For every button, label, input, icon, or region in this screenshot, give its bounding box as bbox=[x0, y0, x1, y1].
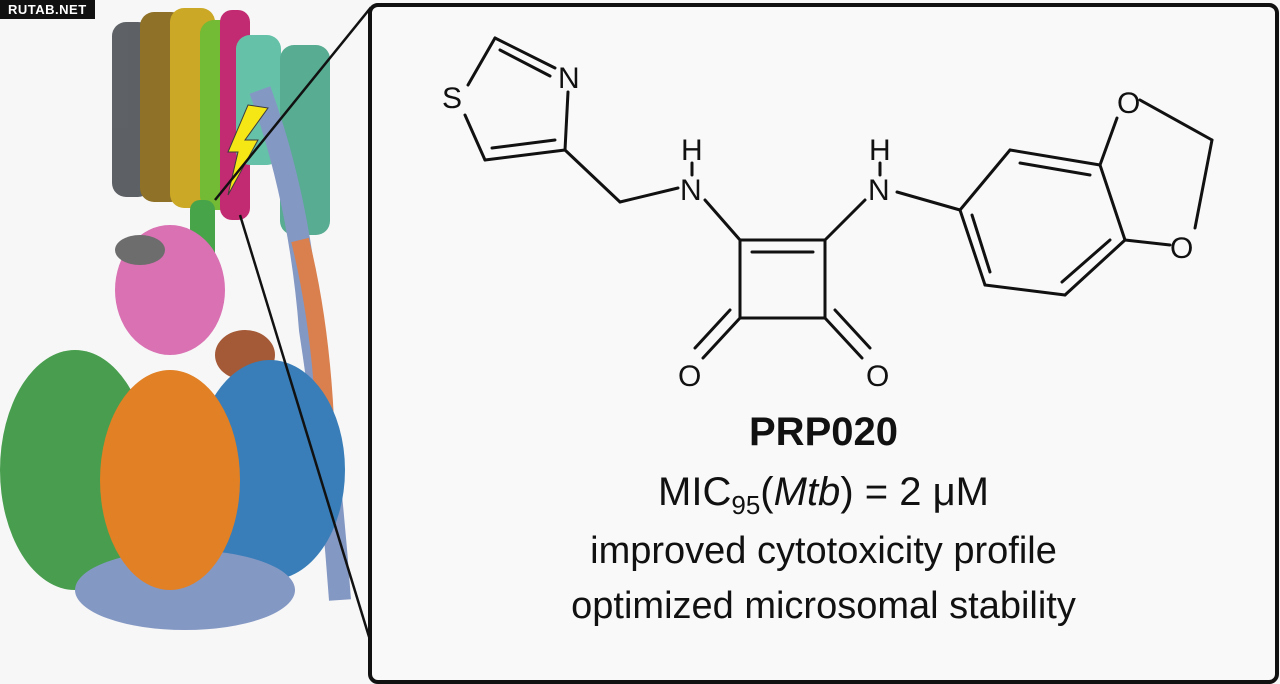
mic-open: ( bbox=[760, 470, 774, 514]
mic-result: ) = 2 μM bbox=[840, 470, 989, 514]
chemical-structure: S N H N H N O O O O bbox=[442, 36, 1214, 393]
atom-o-left: O bbox=[678, 360, 701, 393]
property-stability: optimized microsomal stability bbox=[571, 585, 1076, 627]
mic-value: MIC95(Mtb) = 2 μM bbox=[368, 470, 1279, 521]
compound-name: PRP020 bbox=[749, 410, 898, 454]
atom-n-thiazole: N bbox=[558, 62, 580, 95]
zoom-line-bottom bbox=[238, 214, 370, 641]
mic-prefix: MIC bbox=[658, 470, 732, 514]
compound-panel bbox=[368, 3, 1279, 684]
atom-o-dioxole-top: O bbox=[1117, 87, 1140, 120]
zoom-line-top bbox=[214, 6, 370, 201]
mic-organism: Mtb bbox=[773, 470, 841, 514]
property-cytotoxicity: improved cytotoxicity profile bbox=[590, 530, 1057, 572]
atom-s: S bbox=[442, 82, 462, 115]
atom-h-left: H bbox=[681, 134, 703, 167]
protein-structure-illustration bbox=[0, 6, 370, 641]
atom-h-right: H bbox=[869, 134, 891, 167]
domain-orange bbox=[100, 370, 240, 590]
watermark: RUTAB.NET bbox=[0, 0, 95, 19]
atom-o-dioxole-bottom: O bbox=[1170, 232, 1193, 265]
atom-o-right: O bbox=[866, 360, 889, 393]
mic-subscript: 95 bbox=[731, 490, 761, 520]
atom-n-left: N bbox=[680, 174, 702, 207]
domain-gray bbox=[115, 235, 165, 265]
atom-n-right: N bbox=[868, 174, 890, 207]
